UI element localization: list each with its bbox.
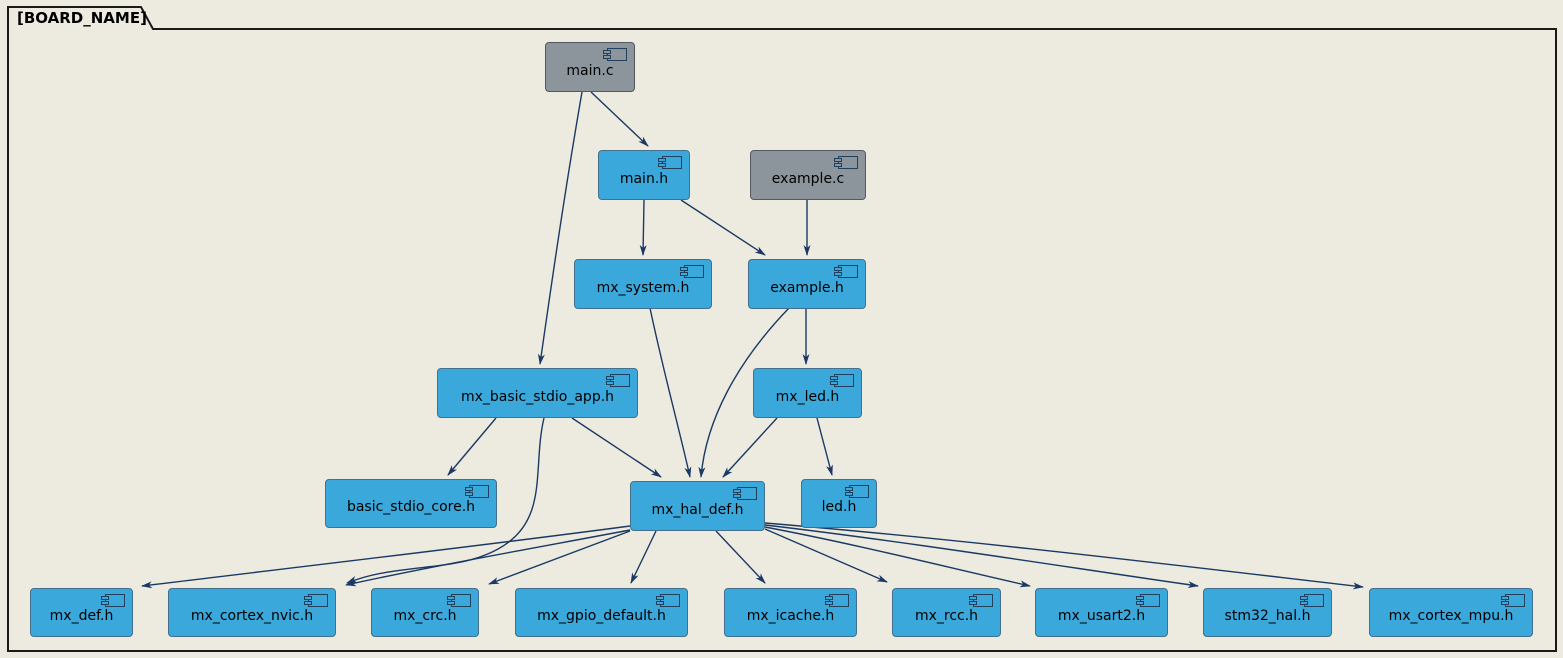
edge-mx-hal-def-h-to-mx-cortex-mpu-h <box>764 522 1364 590</box>
edge-main-c-to-main-h <box>590 91 649 147</box>
edge-mx-hal-def-h-to-mx-def-h <box>141 525 631 589</box>
component-icon <box>1300 594 1324 607</box>
node-mx-gpio-default-h[interactable]: mx_gpio_default.h <box>515 588 688 637</box>
node-main-c[interactable]: main.c <box>545 42 635 92</box>
node-mx-usart2-h[interactable]: mx_usart2.h <box>1035 588 1168 637</box>
edge-mx-hal-def-h-to-mx-gpio-default-h <box>630 530 657 584</box>
edge-mx-hal-def-h-to-mx-icache-h <box>715 530 766 584</box>
node-example-c[interactable]: example.c <box>750 150 866 200</box>
node-label: mx_gpio_default.h <box>537 608 666 624</box>
component-icon <box>1136 594 1160 607</box>
frame-border <box>7 6 1557 652</box>
component-icon <box>1501 594 1525 607</box>
node-label: mx_hal_def.h <box>651 501 744 518</box>
node-mx-led-h[interactable]: mx_led.h <box>753 368 862 418</box>
component-icon <box>465 485 489 498</box>
frame-title: [BOARD_NAME] <box>17 9 147 27</box>
component-icon <box>845 485 869 498</box>
edge-mx-hal-def-h-to-stm32-hal-h <box>764 524 1199 589</box>
node-mx-basic-stdio-app-h[interactable]: mx_basic_stdio_app.h <box>437 368 638 418</box>
node-led-h[interactable]: led.h <box>801 479 877 528</box>
node-mx-system-h[interactable]: mx_system.h <box>574 259 712 309</box>
node-label: mx_cortex_nvic.h <box>190 608 314 624</box>
edge-mx-basic-stdio-app-h-to-mx-cortex-nvic-h <box>346 417 545 584</box>
component-icon <box>834 156 858 169</box>
node-mx-hal-def-h[interactable]: mx_hal_def.h <box>630 481 765 531</box>
edge-main-h-to-example-h <box>680 199 766 256</box>
edge-mx-hal-def-h-to-mx-rcc-h <box>764 528 888 583</box>
node-label: mx_crc.h <box>393 608 457 624</box>
node-label: mx_system.h <box>596 279 690 296</box>
node-label: mx_rcc.h <box>914 608 979 624</box>
node-stm32-hal-h[interactable]: stm32_hal.h <box>1203 588 1332 637</box>
edge-mx-hal-def-h-to-mx-crc-h <box>488 530 631 585</box>
node-mx-cortex-mpu-h[interactable]: mx_cortex_mpu.h <box>1369 588 1533 637</box>
component-icon <box>830 374 854 387</box>
node-mx-rcc-h[interactable]: mx_rcc.h <box>892 588 1001 637</box>
edge-mx-hal-def-h-to-mx-cortex-nvic-h <box>345 529 631 587</box>
edge-mx-system-h-to-mx-hal-def-h <box>649 307 692 478</box>
node-label: mx_usart2.h <box>1057 608 1146 624</box>
edge-mx-basic-stdio-app-h-to-mx-hal-def-h <box>571 417 662 478</box>
edge-main-h-to-mx-system-h <box>639 199 647 256</box>
component-icon <box>969 594 993 607</box>
node-label: mx_basic_stdio_app.h <box>460 388 615 405</box>
node-label: example.c <box>771 170 845 187</box>
node-basic-stdio-core-h[interactable]: basic_stdio_core.h <box>325 479 497 528</box>
component-icon <box>680 265 704 278</box>
component-icon <box>101 594 125 607</box>
node-label: led.h <box>821 499 857 515</box>
edge-mx-led-h-to-mx-hal-def-h <box>722 417 778 478</box>
node-main-h[interactable]: main.h <box>598 150 690 200</box>
component-icon <box>304 594 328 607</box>
component-icon <box>447 594 471 607</box>
node-label: mx_def.h <box>49 608 114 624</box>
component-icon <box>603 48 627 61</box>
edge-mx-hal-def-h-to-mx-usart2-h <box>764 526 1031 588</box>
component-icon <box>834 265 858 278</box>
node-mx-cortex-nvic-h[interactable]: mx_cortex_nvic.h <box>168 588 336 637</box>
edge-mx-basic-stdio-app-h-to-basic-stdio-core-h <box>447 417 497 476</box>
node-label: mx_cortex_mpu.h <box>1388 608 1514 624</box>
node-example-h[interactable]: example.h <box>748 259 866 309</box>
node-label: mx_icache.h <box>746 608 835 624</box>
node-label: mx_led.h <box>775 388 840 405</box>
node-label: main.h <box>619 170 669 187</box>
node-mx-crc-h[interactable]: mx_crc.h <box>371 588 479 637</box>
component-icon <box>825 594 849 607</box>
node-mx-def-h[interactable]: mx_def.h <box>30 588 133 637</box>
component-icon <box>606 374 630 387</box>
edge-example-h-to-mx-hal-def-h <box>698 307 790 478</box>
edge-mx-led-h-to-led-h <box>816 417 833 476</box>
node-label: basic_stdio_core.h <box>346 499 476 515</box>
component-icon <box>658 156 682 169</box>
node-mx-icache-h[interactable]: mx_icache.h <box>724 588 857 637</box>
node-label: stm32_hal.h <box>1224 608 1311 624</box>
node-label: main.c <box>566 62 614 79</box>
component-icon <box>733 487 757 500</box>
edge-main-c-to-mx-basic-stdio-app-h <box>537 91 583 365</box>
node-label: example.h <box>770 279 844 296</box>
component-icon <box>656 594 680 607</box>
